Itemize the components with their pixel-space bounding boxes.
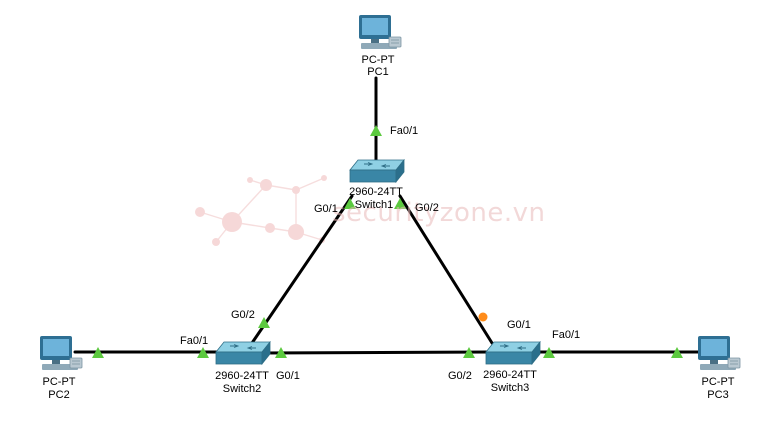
switch1-name-label: Switch1 — [354, 199, 394, 211]
switch3-type-label: 2960-24TT — [483, 369, 537, 381]
link-switch1-switch3[interactable] — [398, 194, 494, 345]
pc2-type-label: PC-PT — [42, 376, 76, 388]
port-label-s3-fa0-1: Fa0/1 — [552, 329, 581, 341]
link-switch1-switch2[interactable] — [250, 194, 354, 345]
port-label-s1-fa0-1: Fa0/1 — [390, 125, 419, 137]
watermark-text: securityzone.vn — [332, 198, 546, 228]
port-up-indicator — [394, 198, 406, 209]
port-label-s2-g0-1: G0/1 — [276, 370, 300, 382]
port-up-indicator — [258, 317, 270, 328]
switch1-icon[interactable] — [349, 159, 405, 183]
pc3-type-label: PC-PT — [701, 376, 735, 388]
switch2-type-label: 2960-24TT — [215, 370, 269, 382]
pc3-name-label: PC3 — [707, 389, 729, 401]
port-up-indicator — [463, 347, 475, 358]
port-up-indicator — [344, 198, 356, 209]
port-up-indicator — [671, 347, 683, 358]
port-up-indicator — [92, 347, 104, 358]
port-label-s1-g0-1: G0/1 — [314, 203, 338, 215]
switch3-name-label: Switch3 — [490, 382, 530, 394]
switch1-type-label: 2960-24TT — [349, 186, 403, 198]
pc1-icon[interactable] — [358, 14, 402, 50]
port-up-indicator — [197, 347, 209, 358]
port-label-s3-g0-1: G0/1 — [507, 319, 531, 331]
link-switch2-switch3[interactable] — [260, 350, 492, 355]
switch2-name-label: Switch2 — [222, 383, 262, 395]
port-up-indicator — [543, 347, 555, 358]
port-label-s2-fa0-1: Fa0/1 — [180, 335, 209, 347]
pc3-icon[interactable] — [697, 335, 741, 371]
switch3-icon[interactable] — [485, 341, 541, 365]
pc1-name-label: PC1 — [367, 66, 389, 78]
switch2-icon[interactable] — [215, 341, 271, 365]
port-blocking-indicator — [478, 312, 488, 322]
port-label-s2-g0-2: G0/2 — [231, 309, 255, 321]
port-label-s1-g0-2: G0/2 — [415, 202, 439, 214]
port-label-s3-g0-2: G0/2 — [448, 370, 472, 382]
port-indicators — [92, 125, 683, 358]
pc2-name-label: PC2 — [48, 389, 70, 401]
watermark-logo — [195, 175, 327, 246]
pc1-type-label: PC-PT — [361, 54, 395, 66]
links — [73, 76, 702, 355]
port-up-indicator — [370, 125, 382, 136]
port-up-indicator — [275, 347, 287, 358]
